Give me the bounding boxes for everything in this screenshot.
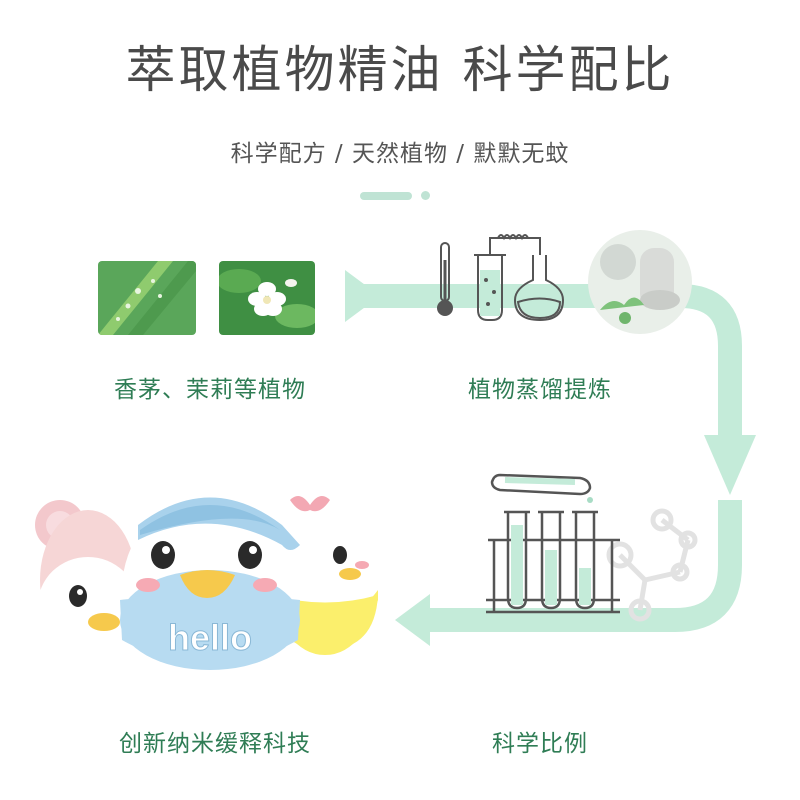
- tube-liquid-3: [579, 568, 591, 605]
- leaf-dew-photo: [98, 261, 196, 335]
- drop-1: [587, 497, 593, 503]
- step-label-nano-release: 创新纳米缓释科技: [119, 731, 311, 757]
- thermometer-icon: [437, 242, 453, 316]
- arrow-right-icon: [345, 270, 380, 322]
- step-label-distill: 植物蒸馏提炼: [468, 377, 612, 403]
- divider-bar: [360, 192, 412, 200]
- jasmine-flower-photo: [219, 261, 315, 335]
- product-pink-mouse: [35, 500, 138, 653]
- lab-photo-icon: [588, 230, 692, 334]
- flask-icon: [513, 255, 565, 322]
- step-label-ratio: 科学比例: [492, 731, 588, 757]
- test-tube-icon: [474, 254, 506, 321]
- divider-dot: [421, 191, 430, 200]
- product-brand-text: hello: [168, 617, 252, 658]
- pouring-tube-icon: [490, 473, 592, 496]
- arrow-down-icon: [704, 435, 756, 495]
- step-label-plants: 香茅、茉莉等植物: [114, 377, 306, 403]
- molecule-icon: [606, 508, 698, 622]
- arrow-left-icon: [395, 594, 430, 646]
- tube-liquid-2: [545, 550, 557, 605]
- page-title: 萃取植物精油 科学配比: [125, 41, 675, 99]
- tube-liquid-1: [511, 525, 523, 605]
- condenser-icon: [489, 234, 541, 255]
- product-blue-duck: [120, 495, 300, 685]
- page-subtitle: 科学配方 / 天然植物 / 默默无蚊: [230, 141, 570, 167]
